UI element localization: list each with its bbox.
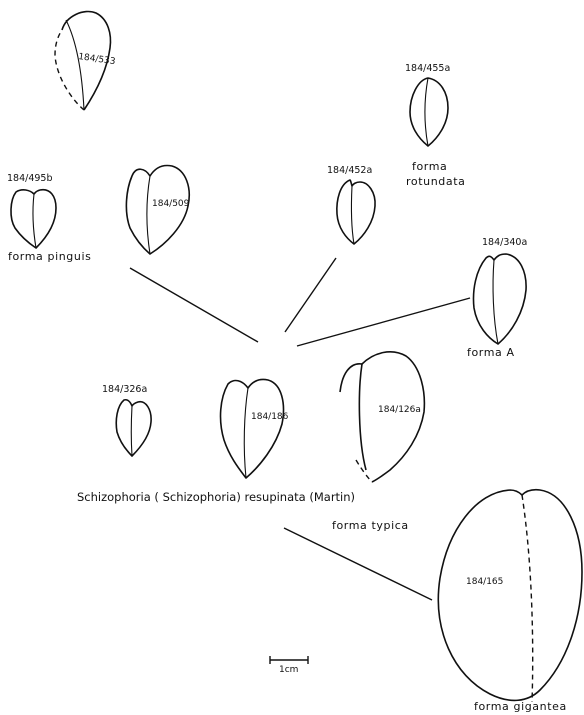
connector-pinguis — [130, 268, 258, 342]
label-184-509: 184/509 — [152, 199, 190, 209]
label-184-495b: 184/495b — [7, 173, 53, 184]
label-forma-typica: forma typica — [332, 519, 409, 532]
label-184-452a: 184/452a — [327, 165, 372, 176]
label-184-165: 184/165 — [466, 577, 503, 587]
shell-184-165: 184/165 forma gigantea — [438, 490, 582, 713]
shell-184-533: 184/533 — [55, 12, 116, 110]
shell-184-186: 184/186 — [221, 379, 289, 478]
shell-184-452a: 184/452a — [327, 165, 375, 244]
label-forma-rotundata-1: forma — [412, 160, 447, 173]
label-184-340a: 184/340a — [482, 237, 527, 248]
label-forma-a: forma A — [467, 346, 515, 359]
label-184-186: 184/186 — [251, 412, 289, 422]
connector-forma-a — [297, 298, 470, 346]
connector-452a — [285, 258, 336, 332]
label-forma-rotundata-2: rotundata — [406, 175, 465, 188]
shell-184-509: 184/509 — [126, 165, 189, 254]
label-184-126a: 184/126a — [378, 405, 421, 415]
label-184-533: 184/533 — [78, 52, 116, 67]
label-184-326a: 184/326a — [102, 384, 147, 395]
scale-bar: 1cm — [270, 656, 308, 675]
scale-bar-label: 1cm — [279, 665, 298, 675]
taxon-title: Schizophoria ( Schizophoria) resupinata … — [77, 490, 355, 504]
label-forma-pinguis: forma pinguis — [8, 250, 91, 263]
shell-184-495b: 184/495b forma pinguis — [7, 173, 91, 263]
label-forma-gigantea: forma gigantea — [474, 700, 567, 713]
shell-184-326a: 184/326a — [102, 384, 151, 456]
shell-184-126a: 184/126a — [340, 352, 424, 482]
shell-184-340a: 184/340a forma A — [467, 237, 527, 359]
connector-gigantea — [284, 528, 432, 600]
shell-184-455a: 184/455a forma rotundata — [405, 63, 465, 188]
label-184-455a: 184/455a — [405, 63, 450, 74]
